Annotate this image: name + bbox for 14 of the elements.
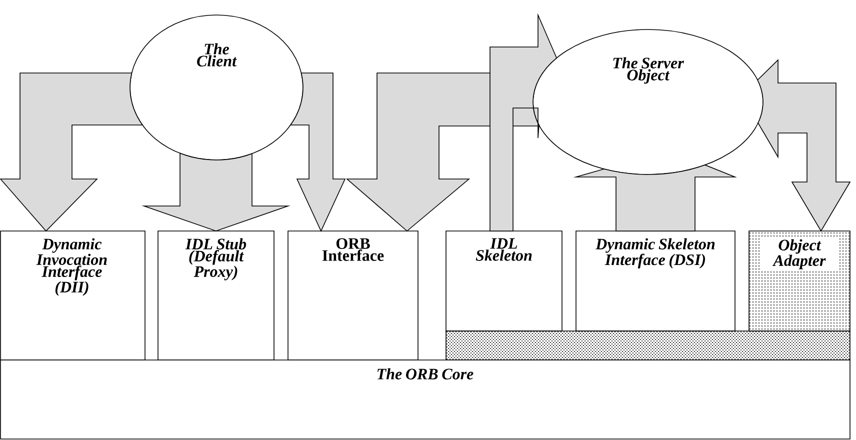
block-arrow bbox=[142, 152, 290, 232]
block-arrow bbox=[490, 13, 558, 232]
component-box: Dynamic Skeleton Interface (DSI) bbox=[576, 230, 736, 332]
block-arrow bbox=[573, 164, 738, 232]
component-box: Dynamic Invocation Interface (DII) bbox=[0, 230, 146, 360]
dotted-box: Object Adapter bbox=[748, 230, 850, 332]
block-arrow bbox=[757, 59, 851, 232]
component-box: IDL Skeleton bbox=[446, 230, 562, 332]
block-arrow bbox=[0, 72, 144, 232]
component-box: ORB Interface bbox=[288, 230, 418, 360]
ellipse-node: The Client bbox=[130, 14, 304, 160]
block-arrow bbox=[290, 72, 346, 232]
component-box: IDL Stub (Default Proxy) bbox=[158, 230, 274, 360]
ellipse-node: The Server Object bbox=[532, 29, 764, 175]
